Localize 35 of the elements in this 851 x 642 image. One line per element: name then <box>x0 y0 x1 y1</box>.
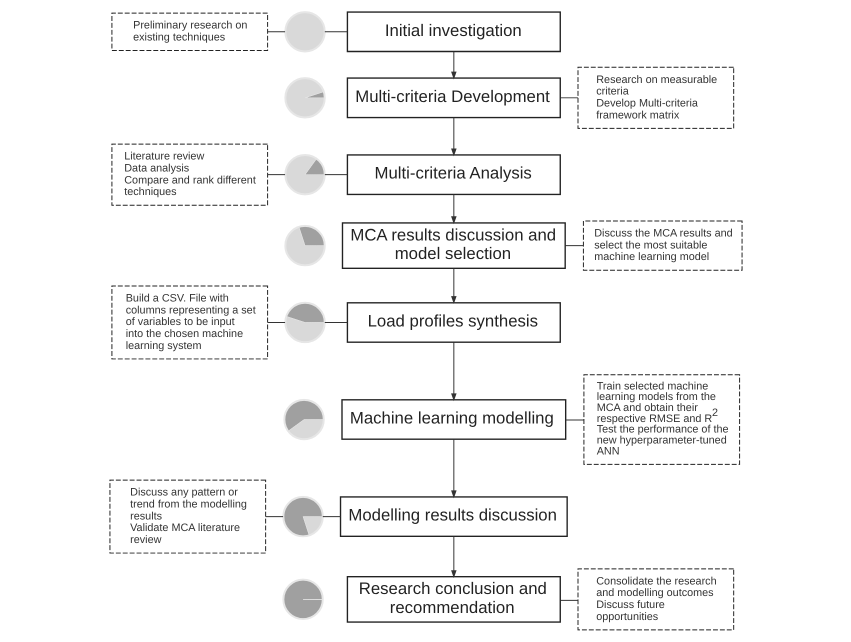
node-box: Preliminary research on existing techniques <box>110 12 268 51</box>
connector <box>266 174 286 176</box>
connector <box>266 31 286 32</box>
arrow <box>450 342 456 402</box>
arrow <box>450 536 456 578</box>
connector <box>324 322 348 323</box>
node-box: Machine learning modelling <box>340 399 566 440</box>
node-box: Research conclusion and recommendation <box>346 576 560 623</box>
node-box: Build a CSV. File with columns representing a set of variables to be input into the chosen machine learning system <box>110 286 268 360</box>
arrow <box>450 268 456 304</box>
node-box: Modelling results discussion <box>339 496 568 537</box>
node-box: Load profiles synthesis <box>346 302 560 343</box>
connector <box>324 31 348 32</box>
node-box: Discuss any pattern or trend from the modelling results Validate MCA literature review <box>108 480 266 554</box>
node-box: MCA results discussion and model selection <box>341 222 566 269</box>
connector <box>324 174 348 176</box>
connector <box>564 420 584 421</box>
node-box: Multi-criteria Development <box>346 77 560 118</box>
connector <box>322 516 340 518</box>
arrow <box>450 117 456 156</box>
node-box: Literature review Data analysis Compare and rank different techniques <box>110 144 268 206</box>
node-box: Research on measurable criteria Develop Multi-criteria framework matrix <box>577 66 734 129</box>
arrow <box>450 194 456 224</box>
arrow <box>450 51 456 80</box>
node-box: Discuss the MCA results and select the most suitable machine learning model <box>582 220 742 271</box>
connector <box>559 97 578 98</box>
node-pie <box>284 11 326 52</box>
connector <box>559 600 578 601</box>
connector <box>264 516 284 518</box>
node-box: Multi-criteria Analysis <box>346 154 560 196</box>
connector <box>564 245 584 246</box>
connector <box>266 322 286 323</box>
arrow <box>450 439 456 498</box>
node-box: Initial investigation <box>346 11 560 52</box>
node-box: Consolidate the research and modelling outcomes Discuss future opportunities <box>577 568 734 630</box>
